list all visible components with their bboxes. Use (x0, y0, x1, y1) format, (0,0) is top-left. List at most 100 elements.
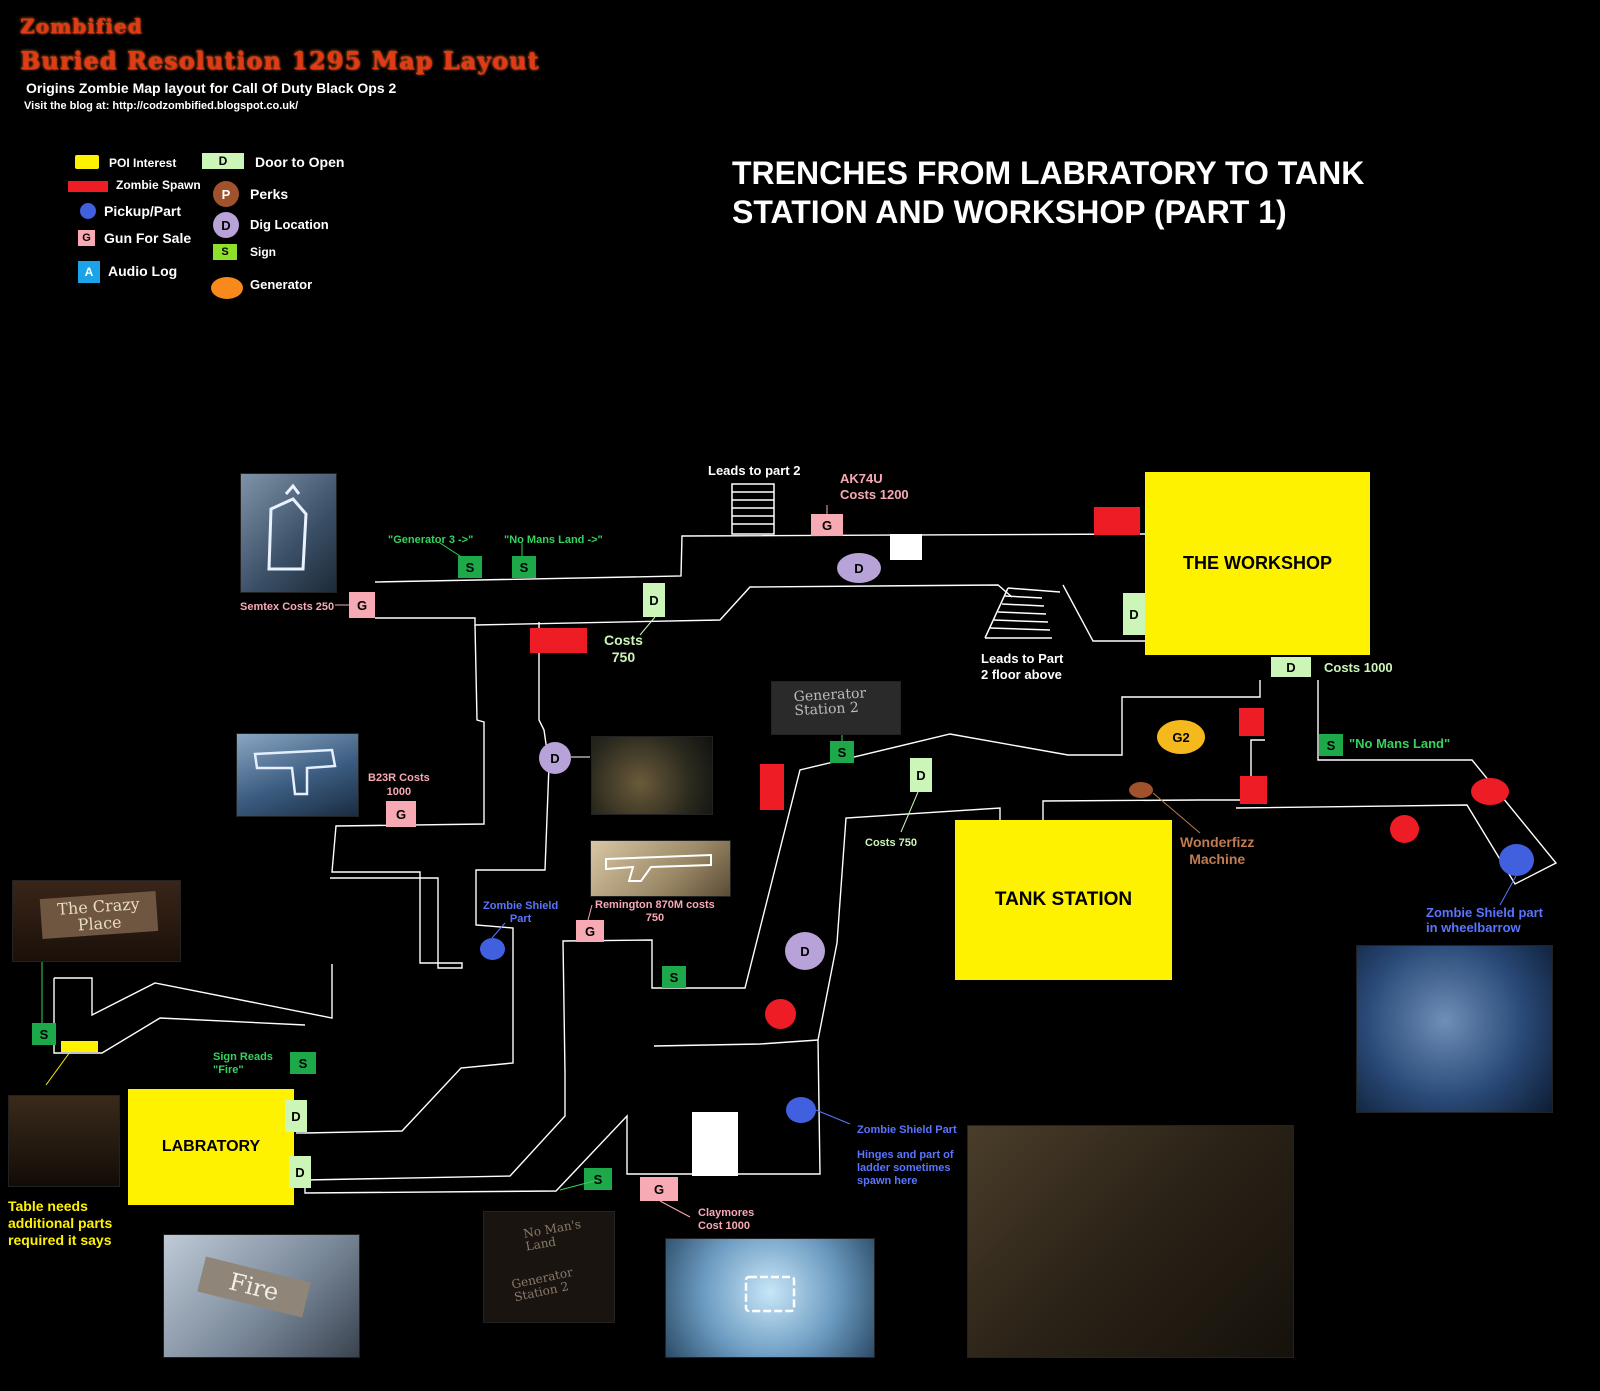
gun-ak74u[interactable]: G (811, 514, 843, 536)
label-nomans-land: "No Mans Land" (1349, 736, 1451, 751)
stairs-part2 (731, 483, 775, 535)
legend-dig-swatch: D (213, 212, 239, 238)
label-shield-wheelbarrow: Zombie Shield part in wheelbarrow (1426, 905, 1544, 935)
white-marker (692, 1112, 738, 1176)
label-wonderfizz: Wonderfizz Machine (1180, 834, 1255, 867)
line-table (45, 1051, 71, 1086)
gun-remington[interactable]: G (576, 920, 604, 942)
legend-pickup-label: Pickup/Part (104, 203, 182, 219)
zombie-spawn (1239, 708, 1264, 736)
blog-link[interactable]: Visit the blog at: http://codzombified.b… (24, 100, 299, 112)
area-workshop: THE WORKSHOP (1145, 472, 1370, 655)
sign-crazy-place: S (32, 1023, 56, 1045)
area-labratory-label: LABRATORY (161, 1138, 261, 1155)
poi-table (61, 1041, 98, 1052)
legend-poi-label: POI Interest (109, 156, 177, 170)
photo-generator2-text: Generator Station 2 (510, 1264, 574, 1305)
zombie-spawn (1390, 815, 1419, 843)
legend-sign-label: Sign (250, 245, 276, 259)
photo-fire-sign: Fire (163, 1234, 360, 1358)
label-leads-part2-floor: Leads to Part 2 floor above (981, 651, 1064, 682)
trench-lab-out (304, 680, 1261, 1181)
line-wheelbarrow (1499, 875, 1517, 906)
sign-nomans-right: S (1319, 734, 1343, 756)
line-costs750a (639, 616, 656, 636)
label-hinges: Hinges and part of ladder sometimes spaw… (857, 1149, 954, 1187)
dig-location[interactable]: D (785, 932, 825, 970)
door[interactable]: D (643, 583, 665, 617)
photo-trench-dig-symbol (240, 473, 337, 593)
pickup-shield-part (480, 938, 505, 960)
wonderfizz-marker (1129, 782, 1153, 798)
line-shield1 (491, 922, 506, 939)
sign-generator2: S (830, 741, 854, 763)
label-claymores: Claymores Cost 1000 (698, 1207, 755, 1232)
legend-door-label: Door to Open (255, 154, 345, 170)
label-leads-part2: Leads to part 2 (708, 463, 801, 478)
legend-audio-swatch: A (78, 261, 100, 283)
area-tank-station: TANK STATION (955, 820, 1172, 980)
pickup-shield-part (786, 1097, 816, 1123)
dig-location[interactable]: D (837, 553, 881, 583)
gun-claymores[interactable]: G (640, 1177, 678, 1201)
photo-generator-station-sign: Generator Station 2 (771, 681, 901, 735)
legend-generator-label: Generator (250, 277, 313, 292)
door[interactable]: D (285, 1100, 307, 1132)
area-labratory: LABRATORY (128, 1089, 294, 1205)
photo-dig-zombie (591, 736, 713, 815)
door[interactable]: D (289, 1156, 311, 1188)
dig-symbol-icon (267, 483, 308, 571)
trench-mid-spur (653, 1039, 819, 1047)
zombie-spawn (530, 628, 587, 653)
photo-crazy-place-sign: The Crazy Place (12, 880, 181, 962)
label-nomans-sign: "No Mans Land ->" (504, 534, 603, 546)
photo-fire-text: Fire (197, 1256, 311, 1318)
line-nomans-photo (559, 1179, 599, 1191)
gun-b23r[interactable]: G (386, 801, 416, 827)
white-marker (890, 534, 922, 560)
photo-claymore-symbol (665, 1238, 875, 1358)
subtitle: Origins Zombie Map layout for Call Of Du… (26, 80, 397, 96)
photo-wheelbarrow-shed (967, 1125, 1294, 1358)
door[interactable]: D (1271, 657, 1311, 677)
door[interactable]: D (910, 758, 932, 792)
sign-nomans-gen2: S (584, 1168, 612, 1190)
trench-top-lower (375, 584, 1013, 626)
area-tank-station-label: TANK STATION (994, 889, 1133, 910)
zombie-spawn (765, 999, 796, 1029)
photo-nomans-generator-signs: No Man's Land Generator Station 2 (483, 1211, 615, 1323)
trench-lab-out-2 (304, 807, 1001, 1194)
zombie-spawn (760, 764, 784, 810)
photo-nomans-text: No Man's Land (522, 1216, 582, 1254)
photo-crazy-place-text: The Crazy Place (39, 891, 159, 939)
label-remington: Remington 870M costs 750 (595, 899, 715, 924)
dig-location[interactable]: D (539, 742, 571, 774)
claymore-symbol-icon (744, 1275, 796, 1313)
trench-left-shaft-b (304, 622, 550, 1134)
stairs-floor-above (984, 587, 1061, 639)
generator-g2-label: G2 (1172, 729, 1190, 745)
trench-crazy-lower (54, 964, 333, 1019)
trench-left-inner (330, 877, 463, 969)
label-costs1000: Costs 1000 (1324, 660, 1393, 675)
gun-semtex[interactable]: G (349, 592, 375, 618)
trench-workshop-right (1062, 584, 1145, 642)
line-shield2 (815, 1109, 851, 1125)
photo-remington-symbol (590, 840, 731, 897)
legend-poi-swatch (75, 155, 99, 169)
label-shield-part2: Zombie Shield Part (857, 1124, 957, 1136)
logo-line-1: Zombified (20, 14, 143, 38)
label-semtex: Semtex Costs 250 (240, 601, 335, 613)
label-table: Table needs additional parts required it… (8, 1198, 113, 1248)
legend-perks-swatch: P (213, 181, 239, 207)
shotgun-symbol-icon (605, 853, 712, 882)
zombie-spawn (1240, 776, 1267, 804)
legend-gun-swatch: G (78, 230, 95, 246)
door[interactable]: D (1123, 593, 1145, 635)
legend-audio-label: Audio Log (108, 263, 178, 279)
photo-table (8, 1095, 120, 1187)
zombie-spawn (1471, 778, 1509, 805)
legend-pickup-swatch (80, 203, 96, 219)
legend-spawn-label: Zombie Spawn (116, 178, 201, 192)
